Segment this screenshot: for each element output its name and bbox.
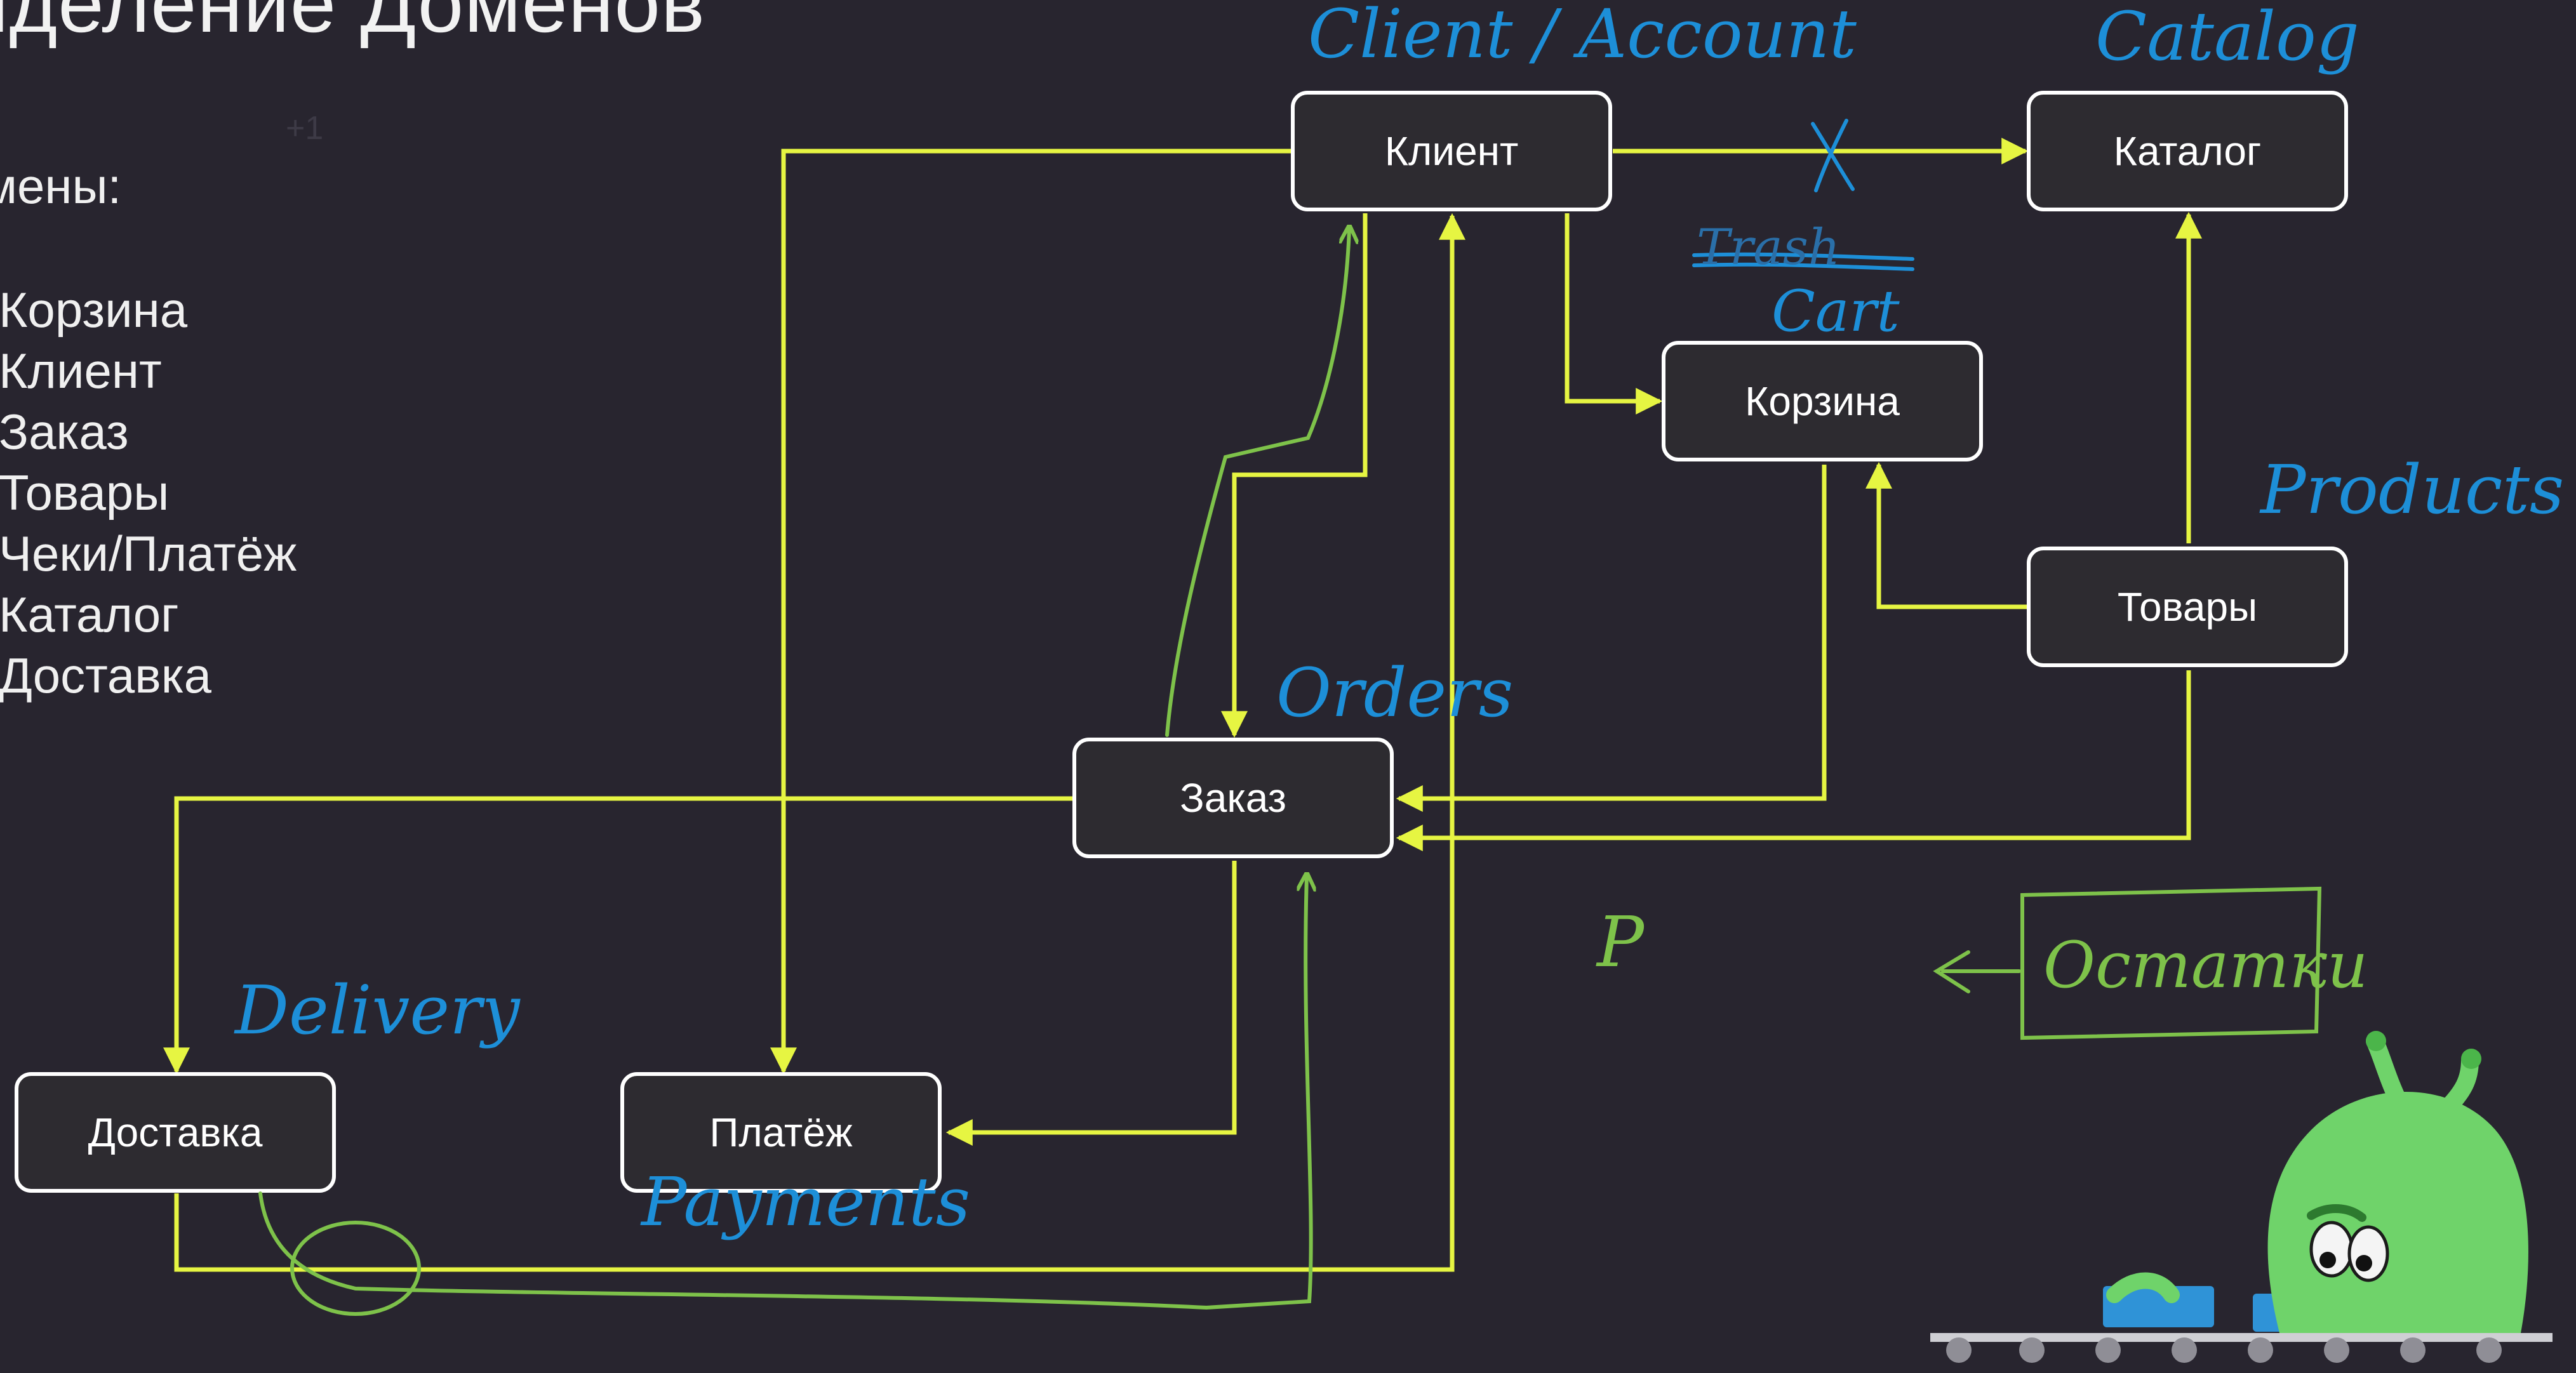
strike-through-icon xyxy=(1692,252,1914,271)
ellipse-icon xyxy=(290,1221,421,1316)
view-counter: +1 xyxy=(286,110,324,147)
domain-list-item: Чеки/Платёж xyxy=(0,526,297,581)
node-client[interactable]: Клиент xyxy=(1291,91,1612,211)
annotation-p: P xyxy=(1597,901,1645,983)
annotation-cart-struck: Trash xyxy=(1697,219,1841,276)
annotation-stock: Остатки xyxy=(2043,928,2368,1002)
green-loop-path xyxy=(258,876,1311,1310)
node-payment[interactable]: Платёж xyxy=(620,1072,942,1193)
cross-mark-icon xyxy=(1811,119,1855,192)
stock-box xyxy=(2020,886,2322,1040)
domain-list-item: Заказ xyxy=(0,404,129,460)
node-order[interactable]: Заказ xyxy=(1072,738,1394,858)
annotation-cart: Cart xyxy=(1772,278,1900,345)
edge-products-cart xyxy=(1865,461,2027,609)
edge-products-order xyxy=(1396,670,2191,851)
domain-list-item: Каталог xyxy=(0,587,179,642)
domain-list-item: Доставка xyxy=(0,647,211,703)
domain-list-item: Товары xyxy=(0,465,170,521)
domain-list: Корзина Клиент Заказ Товары Чеки/Платёж … xyxy=(0,279,297,706)
node-products[interactable]: Товары xyxy=(2027,547,2348,667)
edge-delivery-client xyxy=(174,213,1465,1272)
edge-order-payment xyxy=(945,861,1237,1146)
edge-order-delivery xyxy=(163,796,1072,1075)
annotation-payment: Payments xyxy=(641,1163,971,1241)
slide-title: ыделение Доменов xyxy=(0,0,705,50)
edge-client-cart xyxy=(1565,213,1663,415)
edge-cart-order xyxy=(1396,465,1827,812)
node-catalog[interactable]: Каталог xyxy=(2027,91,2348,211)
node-delivery[interactable]: Доставка xyxy=(15,1072,336,1193)
domain-list-heading: омены: xyxy=(0,158,122,214)
node-cart[interactable]: Корзина xyxy=(1662,341,1983,461)
annotation-catalog: Catalog xyxy=(2095,0,2359,76)
annotation-delivery: Delivery xyxy=(235,971,520,1049)
arrow-left-icon xyxy=(1933,950,2021,993)
annotation-order: Orders xyxy=(1276,654,1514,732)
annotation-products: Products xyxy=(2260,451,2565,529)
green-arrow-to-client xyxy=(1165,229,1349,737)
annotation-client: Client / Account xyxy=(1308,0,1857,73)
domain-list-item: Клиент xyxy=(0,343,162,399)
edge-client-order xyxy=(1221,213,1368,738)
domain-list-item: Корзина xyxy=(0,282,188,338)
edge-client-payment xyxy=(770,149,1291,1075)
